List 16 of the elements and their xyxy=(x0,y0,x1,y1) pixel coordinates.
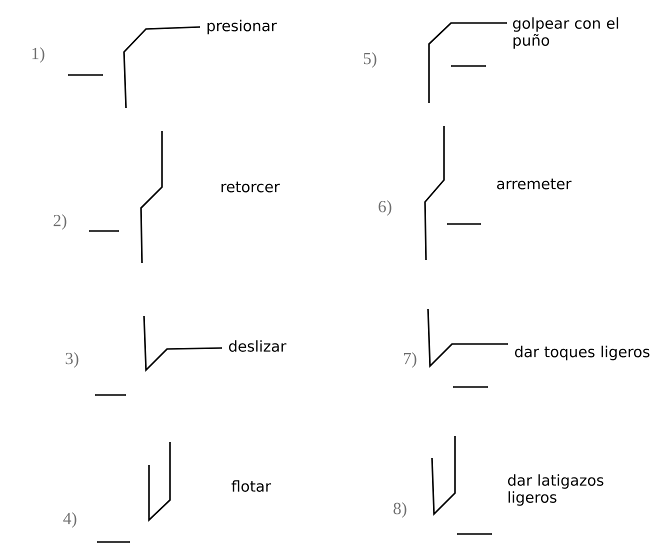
handwritten-number: 3) xyxy=(66,352,78,368)
handwritten-number: 6) xyxy=(378,200,392,216)
handwritten-number: 5) xyxy=(364,52,376,68)
handwritten-number: 7) xyxy=(404,352,416,368)
effort-name: presionar xyxy=(208,20,277,34)
handwritten-number: 1) xyxy=(32,47,44,63)
effort-name: arremeter xyxy=(497,178,572,190)
effort-name: dar latigazos ligeros xyxy=(508,474,604,506)
handwritten-number: 8) xyxy=(394,502,406,518)
handwritten-number: 4) xyxy=(63,512,76,528)
effort-name: flotar xyxy=(232,480,272,492)
effort-name: golpear con el puño xyxy=(513,17,618,49)
effort-name: dar toques ligeros xyxy=(515,346,650,360)
effort-name: retorcer xyxy=(222,182,280,192)
handwritten-number: 2) xyxy=(54,214,66,230)
effort-name: deslizar xyxy=(229,340,286,352)
